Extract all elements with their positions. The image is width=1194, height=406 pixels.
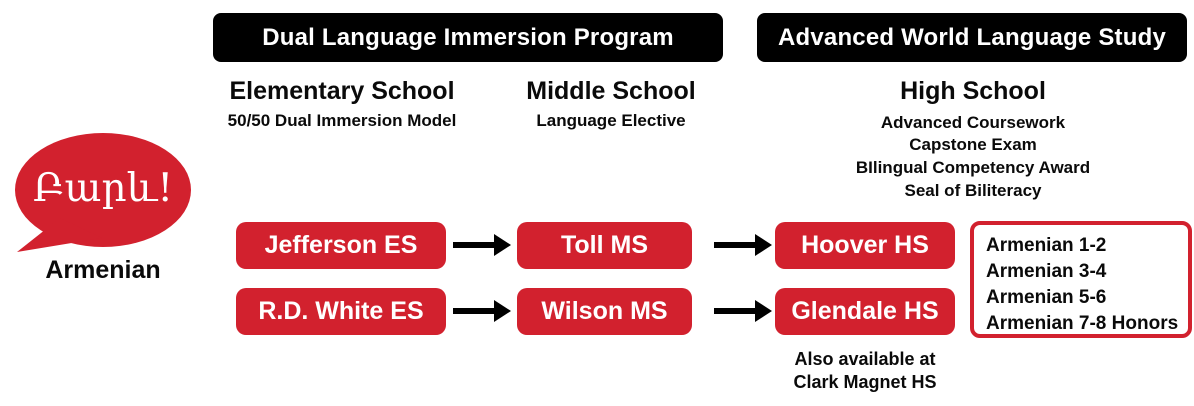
school-box-jefferson-es: Jefferson ES — [236, 222, 446, 269]
column-header-middle: Middle School Language Elective — [486, 76, 736, 131]
school-box-hoover-hs: Hoover HS — [775, 222, 955, 269]
column-header-elementary: Elementary School 50/50 Dual Immersion M… — [216, 76, 468, 131]
arrow-right-icon — [453, 234, 511, 256]
note-line-1: Also available at — [794, 349, 936, 369]
course-item: Armenian 7-8 Honors — [986, 313, 1179, 334]
elementary-subtitle: 50/50 Dual Immersion Model — [227, 111, 457, 130]
note-line-2: Clark Magnet HS — [793, 372, 937, 392]
language-label: Armenian — [45, 256, 161, 284]
school-box-rd-white-es: R.D. White ES — [236, 288, 446, 335]
speech-bubble: Բարև! — [15, 133, 191, 247]
high-detail: Advanced Coursework — [880, 113, 1066, 132]
high-detail: Capstone Exam — [909, 135, 1037, 154]
middle-title: Middle School — [526, 77, 696, 105]
course-item: Armenian 3-4 — [986, 261, 1107, 282]
school-box-glendale-hs: Glendale HS — [775, 288, 955, 335]
middle-subtitle: Language Elective — [536, 111, 686, 130]
arrow-right-icon — [453, 300, 511, 322]
note-clark-magnet: Also available at Clark Magnet HS — [765, 348, 965, 394]
high-title: High School — [900, 77, 1046, 105]
speech-bubble-tail — [17, 218, 102, 252]
banner-advanced-world-language: Advanced World Language Study — [757, 13, 1187, 62]
column-header-high: High School Advanced Coursework Capstone… — [823, 76, 1123, 202]
high-detail: BIlingual Competency Award — [855, 158, 1091, 177]
school-box-wilson-ms: Wilson MS — [517, 288, 692, 335]
arrow-right-icon — [714, 234, 772, 256]
course-item: Armenian 5-6 — [986, 287, 1107, 308]
greeting-text: Բարև! — [32, 165, 174, 211]
arrow-right-icon — [714, 300, 772, 322]
elementary-title: Elementary School — [229, 77, 455, 105]
banner-dual-language-immersion: Dual Language Immersion Program — [213, 13, 723, 62]
school-box-toll-ms: Toll MS — [517, 222, 692, 269]
course-list-box: Armenian 1-2 Armenian 3-4 Armenian 5-6 A… — [970, 221, 1192, 338]
high-detail: Seal of Biliteracy — [904, 181, 1042, 200]
course-item: Armenian 1-2 — [986, 235, 1107, 256]
